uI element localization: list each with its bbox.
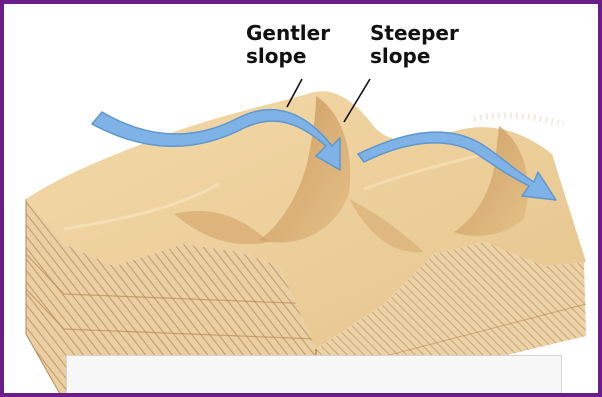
steeper-slope-label: Steeper slope: [370, 22, 459, 68]
caption-box: [66, 355, 562, 397]
gentler-slope-label: Gentler slope: [246, 22, 330, 68]
